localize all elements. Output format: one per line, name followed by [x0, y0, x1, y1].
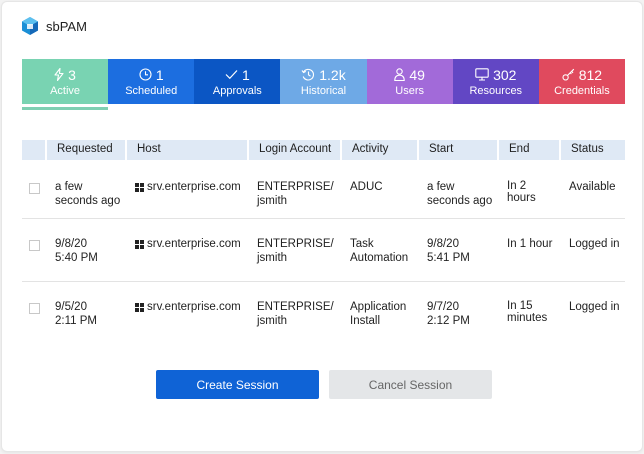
- tile-label: Credentials: [554, 84, 610, 97]
- cell-host: srv.enterprise.com: [125, 237, 247, 281]
- tile-historical[interactable]: 1.2k Historical: [280, 59, 367, 104]
- cell-login-account: ENTERPRISE/jsmith: [257, 181, 334, 207]
- cell-activity: ADUC: [350, 181, 383, 193]
- sessions-table: Requested Host Login Account Activity St…: [22, 140, 625, 344]
- column-header-host[interactable]: Host: [125, 140, 247, 160]
- key-icon: [562, 68, 575, 81]
- checkmark-icon: [225, 69, 238, 80]
- column-header-select: [22, 140, 45, 160]
- tile-label: Approvals: [212, 84, 262, 97]
- user-icon: [394, 68, 406, 81]
- tile-label: Historical: [300, 84, 347, 97]
- sbpam-logo-icon: [22, 17, 38, 35]
- bolt-icon: [54, 68, 64, 81]
- tile-users[interactable]: 49 Users: [366, 59, 453, 104]
- tile-scheduled[interactable]: 1 Scheduled: [108, 59, 195, 104]
- tile-approvals[interactable]: 1 Approvals: [194, 59, 281, 104]
- windows-icon: [135, 237, 144, 253]
- cell-status: Available: [569, 181, 616, 193]
- tile-count: 1: [241, 66, 250, 83]
- windows-icon: [135, 180, 144, 196]
- tile-credentials[interactable]: 812 Credentials: [538, 59, 625, 104]
- column-header-start[interactable]: Start: [417, 140, 497, 160]
- tile-count: 812: [578, 66, 603, 83]
- clock-icon: [139, 68, 152, 81]
- cell-status: Logged in: [569, 301, 620, 313]
- create-session-button[interactable]: Create Session: [156, 370, 319, 399]
- windows-icon: [135, 300, 144, 316]
- tile-count: 1.2k: [319, 66, 346, 83]
- column-header-requested[interactable]: Requested: [45, 140, 125, 160]
- tile-label: Active: [50, 84, 81, 97]
- tile-count: 49: [409, 66, 425, 83]
- column-header-end[interactable]: End: [497, 140, 559, 160]
- monitor-icon: [475, 68, 489, 81]
- cell-end: In 1 hour: [507, 238, 553, 250]
- active-tab-indicator: [22, 107, 108, 110]
- tile-label: Users: [395, 84, 424, 97]
- tile-label: Scheduled: [125, 84, 178, 97]
- row-checkbox[interactable]: [29, 303, 40, 314]
- column-header-login-account[interactable]: Login Account: [247, 140, 340, 160]
- column-header-status[interactable]: Status: [559, 140, 625, 160]
- stat-tiles: 3 Active 1 Scheduled 1 Approvals: [22, 59, 625, 104]
- app-title: sbPAM: [46, 18, 87, 34]
- cell-host: srv.enterprise.com: [125, 300, 247, 344]
- table-header: Requested Host Login Account Activity St…: [22, 140, 625, 160]
- column-header-activity[interactable]: Activity: [340, 140, 417, 160]
- cell-host: srv.enterprise.com: [125, 180, 247, 218]
- tile-count: 3: [68, 66, 76, 83]
- tile-count: 302: [493, 66, 517, 83]
- row-checkbox[interactable]: [29, 240, 40, 251]
- brand: sbPAM: [22, 17, 87, 35]
- cell-status: Logged in: [569, 238, 620, 250]
- cell-login-account: ENTERPRISE/jsmith: [257, 301, 334, 327]
- history-icon: [301, 68, 315, 81]
- tile-resources[interactable]: 302 Resources: [452, 59, 539, 104]
- cancel-session-button[interactable]: Cancel Session: [329, 370, 492, 399]
- tile-label: Resources: [469, 84, 523, 97]
- tile-active[interactable]: 3 Active: [22, 59, 109, 104]
- tile-count: 1: [155, 66, 164, 83]
- cell-login-account: ENTERPRISE/jsmith: [257, 238, 334, 264]
- row-checkbox[interactable]: [29, 183, 40, 194]
